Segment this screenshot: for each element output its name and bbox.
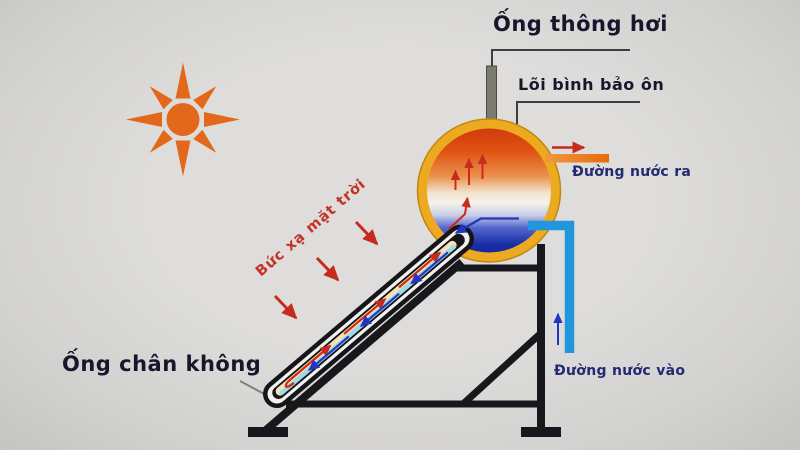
tube-hot-channel <box>275 240 457 396</box>
tank-cold-outflow-arrow <box>454 217 519 234</box>
solar-radiation-arrows <box>273 220 379 320</box>
label-tank-core: Lõi bình bảo ôn <box>518 75 665 94</box>
water-inlet-pipe <box>528 220 575 353</box>
vent-label-leader <box>491 49 630 72</box>
tube-uturn-flow <box>284 378 295 388</box>
tank-hot-inflow-arrow <box>448 196 471 230</box>
label-vent-pipe: Ống thông hơi <box>493 12 668 36</box>
frame-right-foot <box>521 427 561 437</box>
stand-frame <box>263 244 545 434</box>
vacuum-tube <box>263 224 475 408</box>
frame-left-foot <box>248 427 288 437</box>
tube-cold-flow-arrows <box>308 251 449 371</box>
core-label-leader <box>516 101 640 136</box>
frame-brace <box>460 331 543 407</box>
tank-convection-arrows <box>448 153 488 230</box>
label-vacuum-tube: Ống chân không <box>62 352 262 376</box>
sun-icon <box>126 62 240 177</box>
water-outlet-pipe <box>545 154 609 163</box>
tube-hot-flow-arrows <box>289 251 442 381</box>
label-water-in: Đường nước vào <box>554 363 686 379</box>
label-water-out: Đường nước ra <box>572 164 692 180</box>
